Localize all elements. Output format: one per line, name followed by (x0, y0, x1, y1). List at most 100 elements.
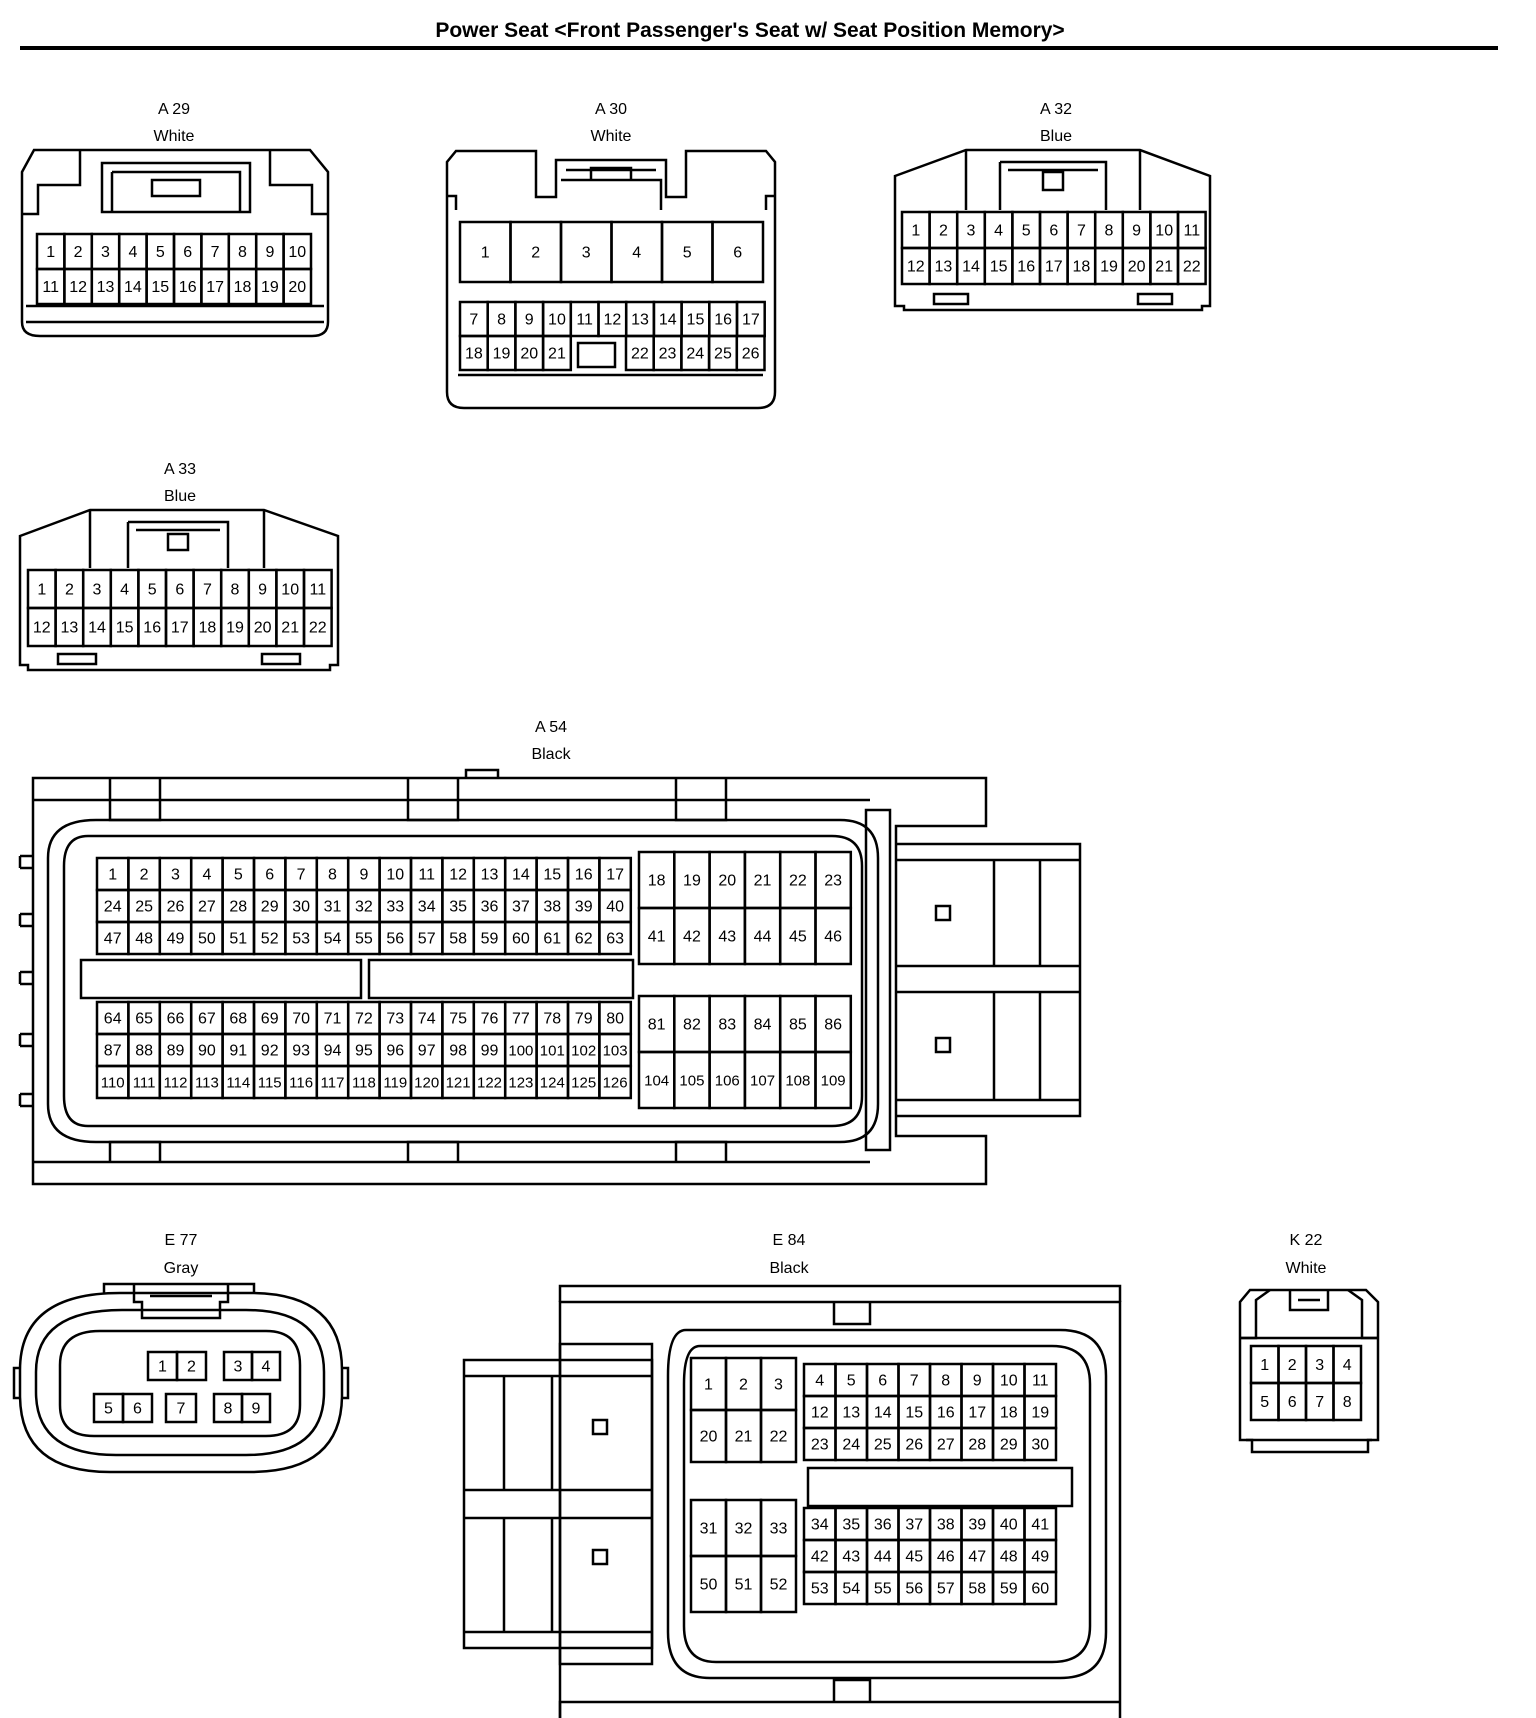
pin-label-a33-17: 17 (171, 620, 189, 637)
pin-label-a54-23: 23 (824, 873, 842, 890)
pin-label-a54-20: 20 (718, 873, 736, 890)
pin-label-a29-14: 14 (124, 279, 142, 296)
pin-label-a30-21: 21 (548, 346, 566, 363)
pin-label-e84-35: 35 (842, 1517, 860, 1534)
pin-label-e84-13: 13 (842, 1405, 860, 1422)
pin-cell-e77-2 (175, 1350, 208, 1382)
pin-cell-e84-30 (1023, 1426, 1058, 1462)
pin-label-a33-7: 7 (203, 582, 212, 599)
pin-label-a54-67: 67 (198, 1011, 216, 1028)
pin-label-k22-6: 6 (1288, 1394, 1297, 1411)
pin-label-a29-17: 17 (206, 279, 224, 296)
pin-label-e84-9: 9 (973, 1373, 982, 1390)
pin-label-e84-26: 26 (905, 1437, 923, 1454)
pin-label-e77-7: 7 (177, 1401, 186, 1418)
pin-label-k22-4: 4 (1343, 1357, 1352, 1374)
pin-label-a54-31: 31 (324, 899, 342, 916)
pin-label-a54-126: 126 (603, 1075, 628, 1092)
pin-label-a33-15: 15 (116, 620, 134, 637)
pin-label-a30-25: 25 (714, 346, 732, 363)
pin-cell-a29-20 (282, 267, 313, 306)
pin-label-a30-22: 22 (631, 346, 649, 363)
pin-label-a54-88: 88 (135, 1043, 153, 1060)
pin-label-a54-109: 109 (821, 1073, 846, 1090)
pin-label-e84-18: 18 (1000, 1405, 1018, 1422)
pin-label-a29-7: 7 (211, 244, 220, 261)
pin-label-e84-23: 23 (811, 1437, 829, 1454)
pin-label-a54-123: 123 (508, 1075, 533, 1092)
pin-label-a32-14: 14 (962, 259, 980, 276)
pin-label-a54-107: 107 (750, 1073, 775, 1090)
pin-label-a29-12: 12 (69, 279, 87, 296)
pin-label-a54-35: 35 (449, 899, 467, 916)
pin-label-a54-73: 73 (386, 1011, 404, 1028)
pin-label-e84-14: 14 (874, 1405, 892, 1422)
pin-label-e84-25: 25 (874, 1437, 892, 1454)
pin-label-a32-2: 2 (939, 223, 948, 240)
pin-label-a30-15: 15 (687, 312, 705, 329)
pin-label-a29-1: 1 (46, 244, 55, 261)
pin-label-a30-1: 1 (481, 245, 490, 262)
pin-label-e84-19: 19 (1031, 1405, 1049, 1422)
pin-label-e84-12: 12 (811, 1405, 829, 1422)
pin-label-a33-14: 14 (88, 620, 106, 637)
label-a29-id: A 29 (158, 101, 190, 118)
pin-label-a54-76: 76 (481, 1011, 499, 1028)
pin-label-a33-9: 9 (258, 582, 267, 599)
pin-label-a54-43: 43 (718, 929, 736, 946)
pin-label-a30-9: 9 (525, 312, 534, 329)
pin-label-a54-108: 108 (785, 1073, 810, 1090)
pin-cell-e77-7 (164, 1392, 198, 1424)
pin-label-a54-63: 63 (606, 931, 624, 948)
pin-label-a29-19: 19 (261, 279, 279, 296)
pin-cell-e84-60 (1023, 1570, 1058, 1606)
pin-label-a54-37: 37 (512, 899, 530, 916)
pin-label-e84-24: 24 (842, 1437, 860, 1454)
pin-label-e84-31: 31 (700, 1521, 718, 1538)
pin-label-a54-51: 51 (229, 931, 247, 948)
pin-label-e84-8: 8 (941, 1373, 950, 1390)
pin-label-a32-4: 4 (994, 223, 1003, 240)
pin-label-e84-5: 5 (847, 1373, 856, 1390)
pin-label-e84-34: 34 (811, 1517, 829, 1534)
pin-label-a54-85: 85 (789, 1017, 807, 1034)
pin-label-a54-28: 28 (229, 899, 247, 916)
pin-label-e84-17: 17 (968, 1405, 986, 1422)
pin-label-a54-38: 38 (543, 899, 561, 916)
label-e77-color: Gray (164, 1260, 199, 1277)
pin-label-e84-21: 21 (735, 1429, 753, 1446)
pin-label-a54-66: 66 (167, 1011, 185, 1028)
pin-label-a33-5: 5 (148, 582, 157, 599)
pin-label-e84-50: 50 (700, 1577, 718, 1594)
pin-label-a54-50: 50 (198, 931, 216, 948)
pin-label-a32-20: 20 (1128, 259, 1146, 276)
pin-label-a30-26: 26 (742, 346, 760, 363)
pin-label-a54-12: 12 (449, 867, 467, 884)
pin-label-e77-1: 1 (158, 1359, 167, 1376)
pin-label-a32-5: 5 (1022, 223, 1031, 240)
pin-label-a54-46: 46 (824, 929, 842, 946)
pin-label-a54-100: 100 (508, 1043, 533, 1060)
pin-label-a33-12: 12 (33, 620, 51, 637)
pin-label-a54-17: 17 (606, 867, 624, 884)
pin-label-a33-22: 22 (309, 620, 327, 637)
pin-label-a30-8: 8 (497, 312, 506, 329)
pin-label-a54-6: 6 (265, 867, 274, 884)
label-k22-id: K 22 (1290, 1232, 1323, 1249)
pin-label-a54-106: 106 (715, 1073, 740, 1090)
pin-label-a54-102: 102 (571, 1043, 596, 1060)
pin-label-e84-45: 45 (905, 1549, 923, 1566)
pin-label-e84-4: 4 (815, 1373, 824, 1390)
pin-label-a29-16: 16 (179, 279, 197, 296)
pin-label-a33-13: 13 (61, 620, 79, 637)
pin-label-a33-4: 4 (120, 582, 129, 599)
pin-label-e84-7: 7 (910, 1373, 919, 1390)
pin-label-a54-57: 57 (418, 931, 436, 948)
pin-label-a29-2: 2 (74, 244, 83, 261)
pin-label-a54-62: 62 (575, 931, 593, 948)
pin-label-a54-11: 11 (418, 867, 435, 884)
pin-label-a54-49: 49 (167, 931, 185, 948)
pin-label-e84-30: 30 (1031, 1437, 1049, 1454)
pin-label-a54-56: 56 (386, 931, 404, 948)
